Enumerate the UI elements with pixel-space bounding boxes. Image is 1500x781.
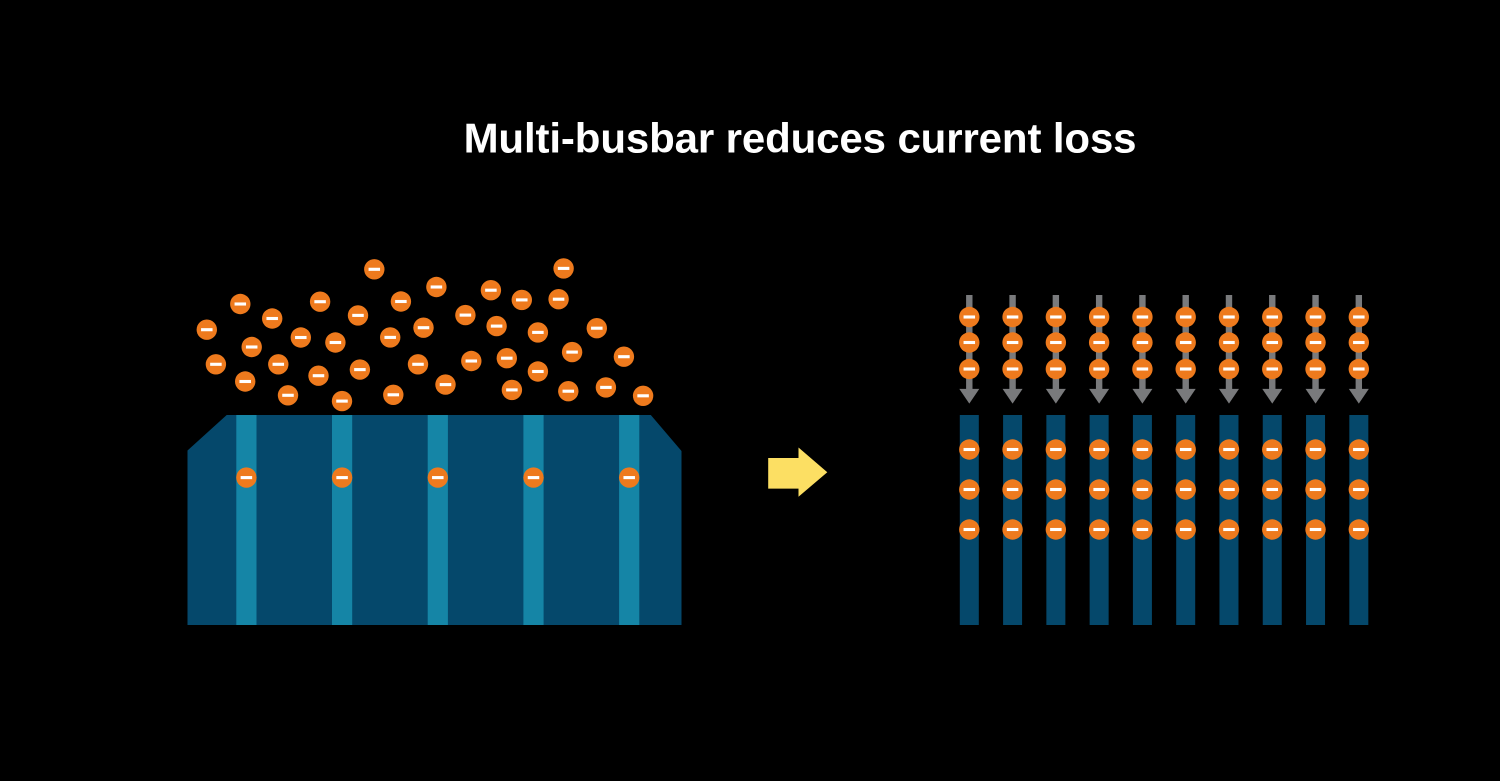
svg-text:Multi-busbar reduces current l: Multi-busbar reduces current loss (464, 115, 1137, 162)
